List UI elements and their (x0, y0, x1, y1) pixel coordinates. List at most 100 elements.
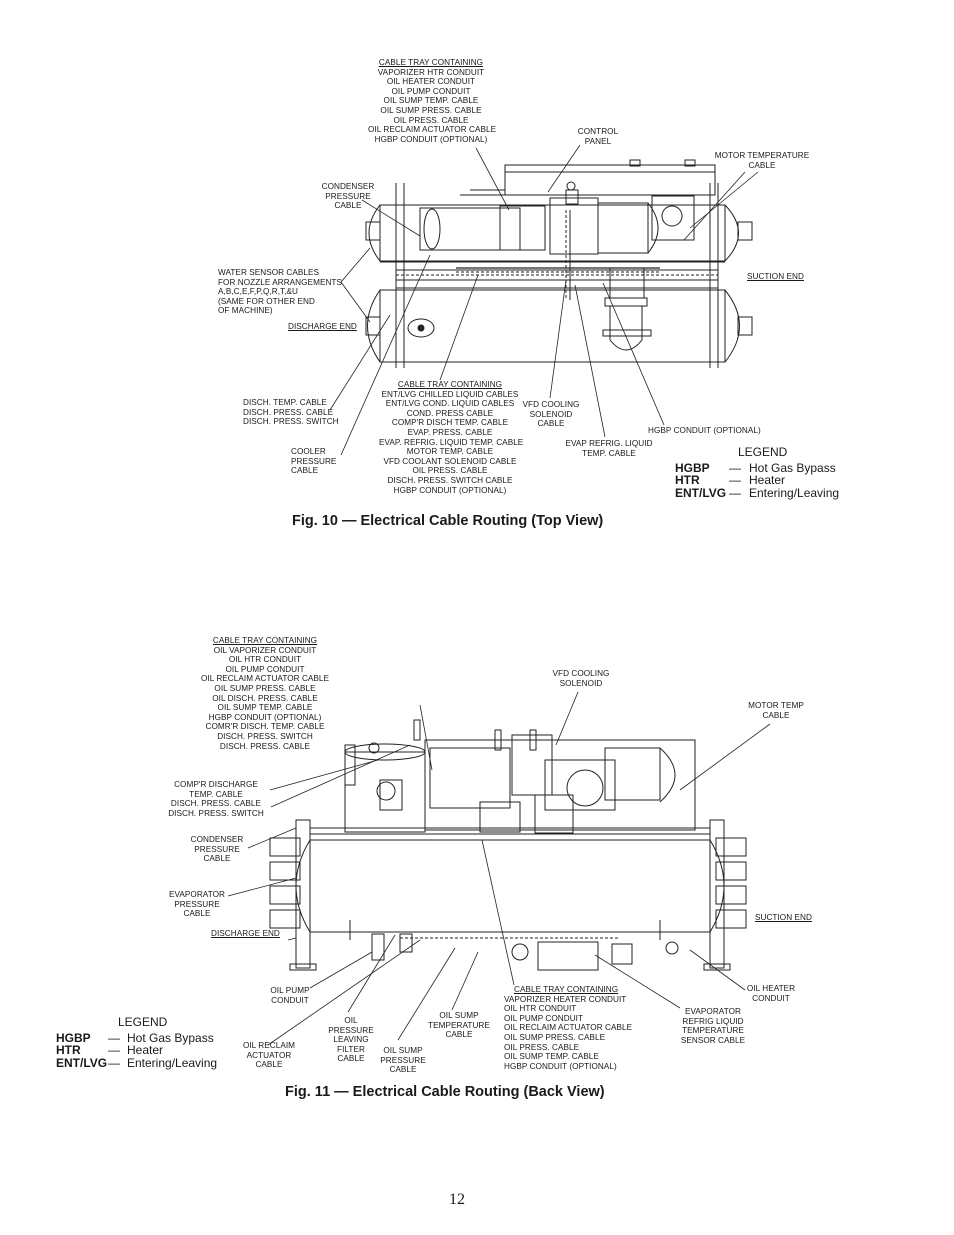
legend-text: Hot Gas Bypass (749, 460, 836, 475)
fig11-leader-lines (227, 691, 771, 1046)
label-line: CABLE TRAY CONTAINING (378, 58, 484, 67)
label-line: FILTER (337, 1044, 365, 1054)
legend-abbr: ENT/LVG (675, 485, 727, 500)
legend-text: Heater (127, 1043, 164, 1058)
label-line: CABLE TRAY CONTAINING (514, 985, 619, 994)
fig11-legend: LEGEND HGBP — Hot Gas Bypass HTR — Heate… (56, 1016, 231, 1069)
label-line: CABLE TRAY CONTAINING (212, 636, 318, 645)
label-line: CONDUIT (271, 995, 309, 1005)
label-line: HGBP CONDUIT (OPTIONAL) (208, 712, 322, 722)
label-line: OIL PUMP (270, 986, 310, 995)
legend-dash: — (729, 485, 741, 500)
label-line: PRESSURE (380, 1055, 426, 1065)
label-line: ENT/LVG COND. LIQUID CABLES (385, 399, 515, 409)
label-line: OIL PRESS. CABLE (504, 1042, 580, 1052)
label-line: VAPORIZER HEATER CONDUIT (504, 994, 627, 1004)
label-line: PRESSURE (325, 191, 371, 201)
legend-text: Heater (749, 473, 786, 488)
fig10-label-evap-refrig: EVAP REFRIG. LIQUID TEMP. CABLE (562, 439, 656, 458)
label-line: CONDUIT (752, 993, 790, 1003)
label-line: TEMPERATURE (682, 1026, 744, 1036)
label-line: DISCH. PRESS. SWITCH (243, 417, 339, 427)
fig11-label-compr-discharge: COMP'R DISCHARGE TEMP. CABLE DISCH. PRES… (154, 780, 278, 818)
label-line: OIL SUMP TEMP. CABLE (504, 1052, 599, 1062)
legend-row: HTR — Heater (675, 474, 860, 487)
fig11-label-motor-temp: MOTOR TEMP CABLE (738, 701, 814, 720)
legend-abbr: HTR (675, 473, 700, 488)
label-line: DISCH. PRESS. SWITCH CABLE (387, 475, 513, 485)
fig10-caption: Fig. 10 — Electrical Cable Routing (Top … (292, 513, 604, 529)
label-line: DISCH. PRESS. SWITCH (168, 808, 264, 818)
label-line: A,B,C,E,F,P,Q,R,T,&U (218, 287, 299, 297)
label-line: CONDENSER (321, 182, 375, 191)
label-line: TEMP. CABLE (189, 789, 243, 799)
label-line: CABLE (334, 201, 362, 211)
fig11-compressor-assembly (344, 719, 696, 834)
fig10-label-hgbp-conduit: HGBP CONDUIT (OPTIONAL) (648, 426, 761, 435)
label-line: OIL RECLAIM (242, 1041, 296, 1050)
fig10-compressor (419, 181, 695, 255)
legend-row: HTR — Heater (56, 1044, 231, 1057)
label-line: PRESSURE (174, 899, 220, 909)
fig11-label-vfd-cooling: VFD COOLING SOLENOID (541, 669, 621, 688)
page-number: 12 (449, 1191, 465, 1208)
label-line: EVAPORATOR (168, 890, 225, 899)
label-line: OIL RECLAIM ACTUATOR CABLE (504, 1023, 633, 1033)
label-line: OIL PUMP CONDUIT (225, 664, 305, 674)
label-line: DISCH. TEMP. CABLE (243, 398, 327, 407)
legend-text: Entering/Leaving (749, 485, 840, 500)
label-line: OIL (344, 1016, 358, 1025)
label-line: TEMP. CABLE (582, 448, 636, 458)
fig11-label-oil-heater: OIL HEATER CONDUIT (738, 984, 804, 1003)
label-line: EVAP. REFRIG. LIQUID TEMP. CABLE (379, 437, 524, 447)
label-line: TEMPERATURE (428, 1020, 490, 1030)
label-line: DISCH. PRESS. CABLE (219, 741, 311, 751)
fig11-main-shell (269, 837, 747, 940)
label-line: CONDENSER (190, 835, 244, 844)
fig11-label-discharge-end: DISCHARGE END (211, 929, 280, 938)
label-line: WATER SENSOR CABLES (218, 268, 320, 277)
fig10-label-motor-temp: MOTOR TEMPERATURE CABLE (712, 151, 812, 170)
legend-text: Entering/Leaving (127, 1055, 218, 1070)
fig10-label-tray-top: CABLE TRAY CONTAINING VAPORIZER HTR COND… (368, 58, 496, 144)
fig10-label-water-sensor: WATER SENSOR CABLES FOR NOZZLE ARRANGEME… (218, 268, 342, 316)
label-line: VFD COOLING (552, 669, 610, 678)
label-line: PANEL (584, 136, 612, 146)
legend-dash: — (108, 1030, 120, 1045)
fig10-label-vfd-cooling: VFD COOLING SOLENOID CABLE (522, 400, 580, 429)
fig10-drawing (329, 144, 759, 456)
label-line: SOLENOID (559, 678, 603, 688)
legend-abbr: HGBP (56, 1030, 91, 1045)
fig10-label-cooler-pressure: COOLER PRESSURE CABLE (291, 447, 336, 476)
legend-row: HGBP — Hot Gas Bypass (56, 1030, 231, 1045)
label-line: DISCH. PRESS. CABLE (243, 407, 334, 417)
fig11-legs (289, 819, 731, 971)
label-line: VAPORIZER HTR CONDUIT (377, 67, 485, 77)
fig10-label-tray-bottom: CABLE TRAY CONTAINING ENT/LVG CHILLED LI… (379, 380, 524, 495)
legend-row: HGBP — Hot Gas Bypass (675, 460, 860, 475)
fig11-label-suction-end: SUCTION END (755, 913, 812, 922)
fig11-label-evap-refrig: EVAPORATOR REFRIG LIQUID TEMPERATURE SEN… (672, 1007, 754, 1045)
fig10-label-suction-end: SUCTION END (747, 272, 804, 281)
label-line: PRESSURE (328, 1025, 374, 1035)
label-line: CABLE (762, 710, 790, 720)
label-line: EVAPORATOR (684, 1007, 741, 1016)
fig10-cable-trays (456, 210, 660, 300)
label-line: DISCH. PRESS. SWITCH (217, 731, 313, 741)
label-line: PRESSURE (194, 844, 240, 854)
legend-dash: — (108, 1043, 120, 1058)
label-line: CABLE TRAY CONTAINING (397, 380, 503, 389)
label-line: OIL DISCH. PRESS. CABLE (212, 693, 318, 703)
label-line: HGBP CONDUIT (OPTIONAL) (504, 1061, 617, 1071)
label-line: CABLE (537, 419, 565, 429)
legend-row: ENT/LVG — Entering/Leaving (56, 1057, 231, 1070)
label-line: VFD COOLING (522, 400, 580, 409)
label-line: OIL PRESS. CABLE (412, 466, 488, 476)
fig11-label-oil-pump: OIL PUMP CONDUIT (258, 986, 322, 1005)
legend-abbr: ENT/LVG (56, 1055, 108, 1070)
label-line: (SAME FOR OTHER END (218, 296, 315, 306)
fig10-frame (395, 183, 719, 368)
fig11-caption: Fig. 11 — Electrical Cable Routing (Back… (285, 1084, 605, 1100)
label-line: SOLENOID (529, 409, 573, 419)
